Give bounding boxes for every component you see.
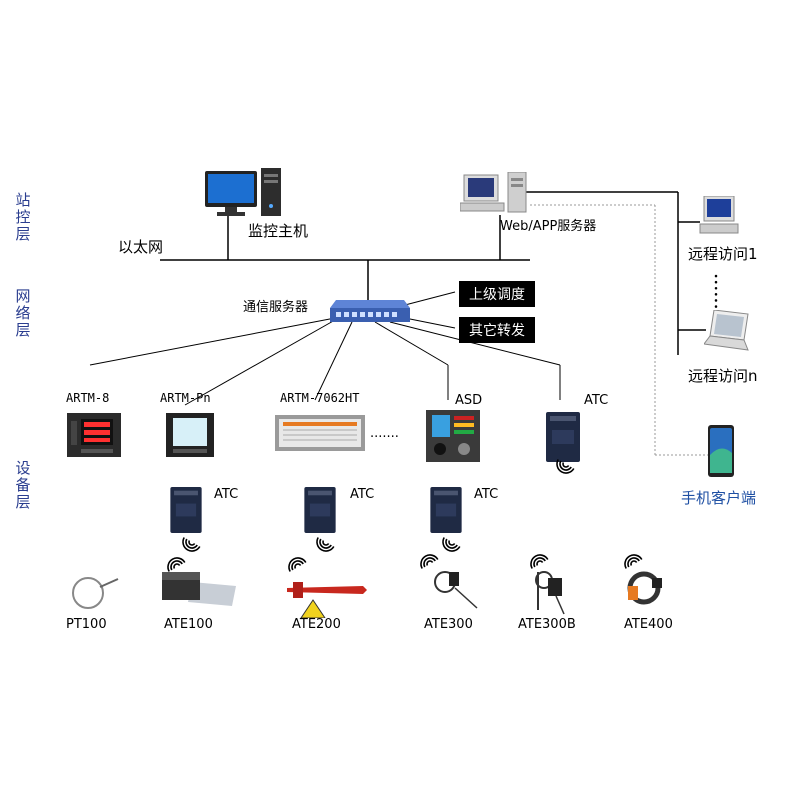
web-server-icon: [460, 172, 527, 213]
mobile-phone-icon: [708, 425, 734, 477]
remote-access-n-label: 远程访问n: [688, 367, 758, 385]
artmpn-device-icon: [166, 413, 214, 457]
comm-server-label: 通信服务器: [243, 300, 309, 315]
ate300-label: ATE300: [424, 617, 473, 632]
atc-a-device-icon: [170, 487, 202, 533]
ate200-sensor-icon: [287, 582, 367, 618]
atc-row1-label: ATC: [584, 393, 609, 408]
comm-server-switch-icon: [330, 300, 410, 322]
ethernet-label: 以太网: [118, 238, 164, 256]
pt100-sensor-icon: [72, 577, 119, 609]
ellipsis-dots: .......: [370, 426, 399, 441]
ate300-sensor-icon: [434, 571, 478, 609]
monitor-host-label: 监控主机: [248, 222, 309, 240]
ate400-label: ATE400: [624, 617, 673, 632]
remote-pc-icon: [699, 196, 739, 234]
artm7062-label: ARTM-7062HT: [280, 391, 360, 405]
atc-c-device-icon: [430, 487, 462, 533]
atc-c-label: ATC: [474, 487, 499, 502]
ate300b-sensor-icon: [535, 571, 565, 615]
remote-access-1-label: 远程访问1: [688, 245, 758, 263]
layer-label-network: 网络层: [15, 287, 31, 339]
artm7062-device-icon: [275, 415, 365, 451]
laptop-icon: [704, 310, 749, 351]
layer-label-station: 站控层: [15, 191, 31, 243]
layer-label-device: 设备层: [15, 459, 31, 511]
ate200-label: ATE200: [292, 617, 341, 632]
ate100-sensor-icon: [162, 572, 236, 606]
monitor-host-icon: [205, 168, 281, 216]
upper-dispatch-tag: 上级调度: [459, 281, 535, 307]
artmpn-label: ARTM-Pn: [160, 391, 211, 405]
artm8-label: ARTM-8: [66, 391, 110, 405]
pt100-label: PT100: [66, 617, 107, 632]
atc-row1-device-icon: [546, 412, 580, 462]
ate400-sensor-icon: [627, 571, 662, 605]
atc-b-device-icon: [304, 487, 336, 533]
asd-label: ASD: [455, 393, 483, 408]
atc-b-label: ATC: [350, 487, 375, 502]
ate100-label: ATE100: [164, 617, 213, 632]
ate300b-label: ATE300B: [518, 617, 576, 632]
web-server-label: Web/APP服务器: [500, 219, 597, 234]
artm8-device-icon: [67, 413, 121, 457]
other-forward-tag: 其它转发: [459, 317, 535, 343]
atc-a-label: ATC: [214, 487, 239, 502]
asd-device-icon: [426, 410, 480, 462]
mobile-client-label: 手机客户端: [681, 489, 757, 507]
